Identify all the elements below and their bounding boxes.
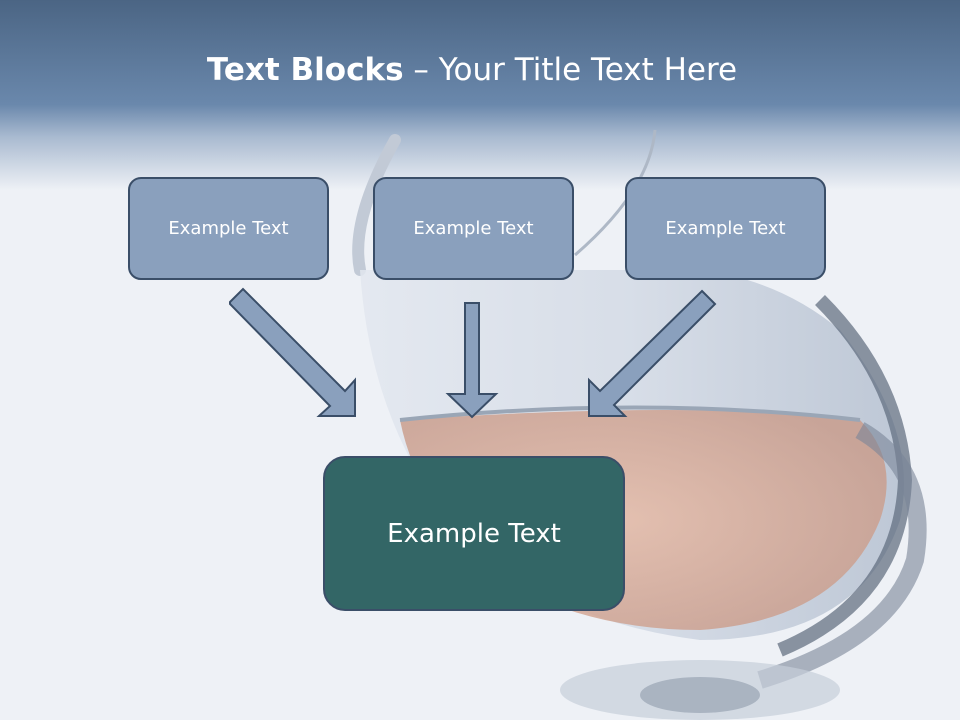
arrow-right bbox=[588, 289, 717, 417]
text-box-2-label: Example Text bbox=[413, 218, 534, 239]
text-box-3[interactable]: Example Text bbox=[625, 177, 826, 280]
text-box-1-label: Example Text bbox=[168, 218, 289, 239]
main-text-box[interactable]: Example Text bbox=[323, 456, 625, 611]
arrow-center bbox=[445, 302, 499, 419]
slide-title: Text Blocks – Your Title Text Here bbox=[0, 52, 944, 88]
main-text-box-label: Example Text bbox=[387, 518, 561, 549]
arrow-left bbox=[229, 287, 356, 417]
text-box-3-label: Example Text bbox=[665, 218, 786, 239]
text-box-1[interactable]: Example Text bbox=[128, 177, 329, 280]
title-rest-text: – Your Title Text Here bbox=[403, 52, 738, 88]
title-bold-text: Text Blocks bbox=[206, 52, 404, 88]
text-box-2[interactable]: Example Text bbox=[373, 177, 574, 280]
